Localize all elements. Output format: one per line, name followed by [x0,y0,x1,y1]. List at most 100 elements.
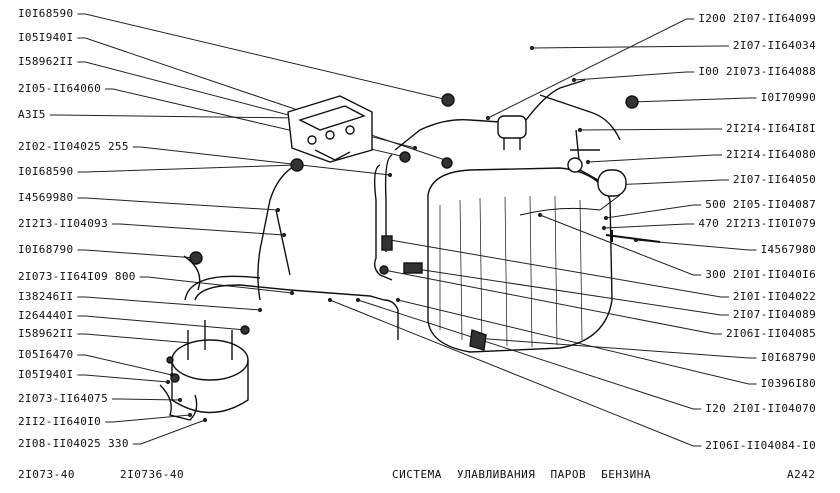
footer-model-1: 2I073-40 [18,468,75,481]
left-leader-line [77,315,247,331]
right-leader-line [531,45,729,49]
fittings [189,93,661,351]
right-leader-line [397,299,757,385]
left-leader-line [139,276,293,294]
left-part-label: 2I08-II04025 330 [18,437,129,450]
canister [159,275,291,421]
left-leader-line [77,249,197,259]
carburetor [287,95,373,163]
right-part-label: 2I07-II64034 [732,39,816,52]
right-leader-line [611,179,729,186]
left-leader-line [112,223,285,236]
left-part-label: 2I05-II64060 [18,82,102,95]
left-leader-line [105,414,191,423]
right-part-label: 2I07-II64050 [732,173,816,186]
left-leader-line [77,354,173,376]
left-part-label: 2I02-II04025 255 [18,140,129,153]
left-part-label: 2I073-II64075 [18,392,108,405]
right-leader-line [631,97,757,103]
right-leader-line [573,71,695,81]
left-part-label: 2II2-II640I0 [18,415,102,428]
right-leader-dot [395,297,401,303]
right-leader-dot [537,212,543,218]
fuel-tank [427,167,621,353]
left-part-label: I05I6470 [18,348,74,361]
left-part-label: I05I940I [18,31,74,44]
left-leader-line [112,398,181,401]
right-part-label: 2I2I4-II64080 [726,148,816,161]
left-leader-dot [257,307,263,313]
right-leader-dot [601,225,607,231]
right-leader-line [579,128,722,131]
footer-page-number: A242 [787,468,816,481]
left-leader-dot [177,397,183,403]
left-part-label: 2I2I3-II04093 [18,217,108,230]
footer-model-2: 2I0736-40 [120,468,185,481]
left-part-label: I58962II [18,55,74,68]
separator [373,79,627,281]
left-leader-line [77,333,215,346]
left-part-label: I0I68590 [18,7,74,20]
right-leader-line [357,299,702,410]
left-leader-line [132,146,391,176]
right-part-label: 2I2I4-II64I8I [726,122,816,135]
right-part-label: I200 2I07-II64099 [698,12,816,25]
right-part-label: 2I07-II04089 [732,308,816,321]
right-leader-dot [355,297,361,303]
right-part-label: I0I68790 [760,351,816,364]
left-leader-dot [187,412,193,418]
left-leader-dot [289,290,295,296]
left-part-label: I0I68790 [18,243,74,256]
left-part-label: I4569980 [18,191,74,204]
right-leader-dot [577,127,583,133]
left-part-label: I38246II [18,290,74,303]
right-part-label: 500 2I05-II04087 [705,198,816,211]
leader-lines [49,13,757,447]
left-leader-dot [387,172,393,178]
left-leader-line [77,296,261,311]
right-leader-line [473,337,757,359]
left-leader-dot [412,145,418,151]
left-part-label: I58962II [18,327,74,340]
right-leader-dot [585,159,591,165]
left-leader-dot [165,379,171,385]
right-part-label: 2I06I-II04084-I0 [705,439,816,452]
right-part-label: I00 2I073-II64088 [698,65,816,78]
right-leader-line [587,154,722,163]
right-leader-dot [571,77,577,83]
left-leader-line [49,114,301,119]
left-leader-dot [202,417,208,423]
right-leader-line [383,269,722,335]
right-leader-line [605,204,702,219]
right-leader-dot [603,215,609,221]
left-leader-line [77,13,449,101]
right-leader-line [389,239,729,298]
right-leader-line [635,239,757,251]
left-part-label: A3I5 [18,108,46,121]
right-leader-line [487,18,695,119]
right-leader-dot [485,115,491,121]
left-part-label: 2I073-II64I09 800 [18,270,136,283]
left-part-label: I05I940I [18,368,74,381]
left-leader-line [132,419,206,445]
right-leader-dot [327,297,333,303]
right-part-label: 2I06I-II04085 [726,327,816,340]
left-part-label: I0I68590 [18,165,74,178]
left-leader-line [77,164,298,173]
right-leader-line [409,267,729,316]
right-leader-line [539,214,702,276]
right-leader-dot [529,45,535,51]
right-part-label: 470 2I2I3-II0I079 [698,217,816,230]
footer-title: СИСТЕМА УЛАВЛИВАНИЯ ПАРОВ БЕНЗИНА [392,468,652,481]
left-leader-line [77,197,279,211]
right-part-label: I0I70990 [760,91,816,104]
left-leader-dot [281,232,287,238]
right-leader-line [603,223,695,229]
right-leader-line [329,299,702,447]
right-part-label: I4567980 [760,243,816,256]
left-part-label: I264440I [18,309,74,322]
vapour-hoses [183,164,399,340]
right-part-label: I0396I80 [760,377,816,390]
right-part-label: 300 2I0I-II040I6 [705,268,816,281]
